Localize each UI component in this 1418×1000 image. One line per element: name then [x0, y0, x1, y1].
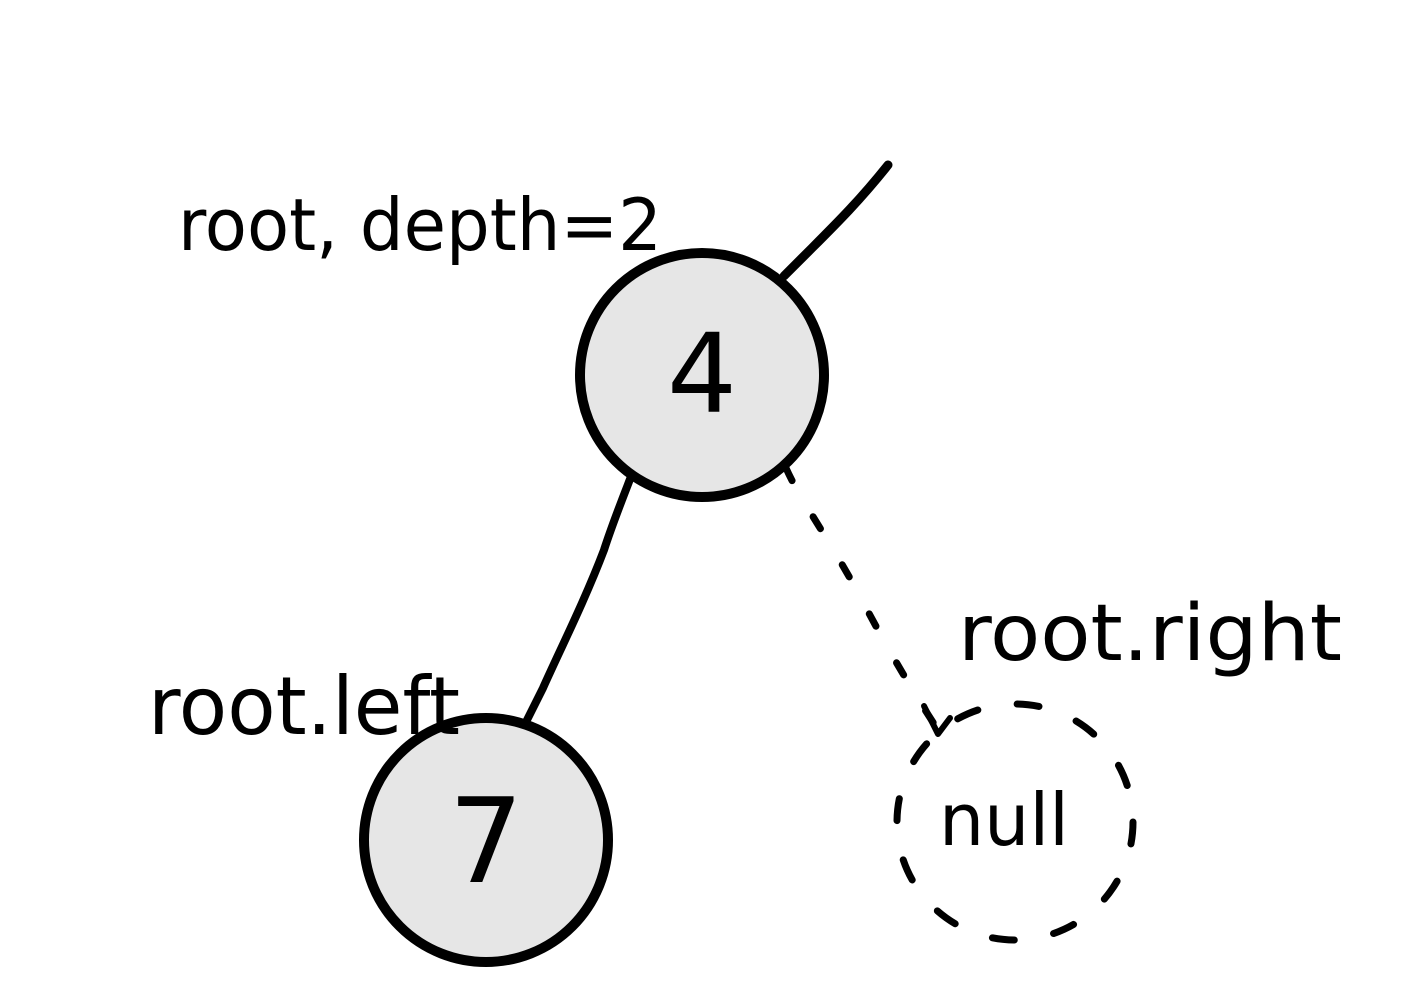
root-left-label: root.left — [148, 660, 460, 753]
left-node-value: 7 — [448, 772, 523, 910]
root-right-label: root.right — [958, 589, 1342, 679]
parent-edge — [779, 160, 893, 281]
left-node: 7 — [359, 713, 613, 967]
right-edge-arrowhead — [921, 703, 953, 737]
root-node-value: 4 — [667, 310, 737, 438]
left-node-circle — [359, 713, 613, 967]
null-node: null — [893, 700, 1137, 944]
left-edge — [522, 470, 636, 726]
root-node-circle — [575, 248, 829, 502]
root-depth-label: root, depth=2 — [178, 183, 662, 267]
root-node: 4 — [575, 248, 829, 502]
null-node-circle — [893, 700, 1137, 944]
null-node-value: null — [939, 778, 1069, 862]
right-edge-dashed — [782, 464, 942, 734]
